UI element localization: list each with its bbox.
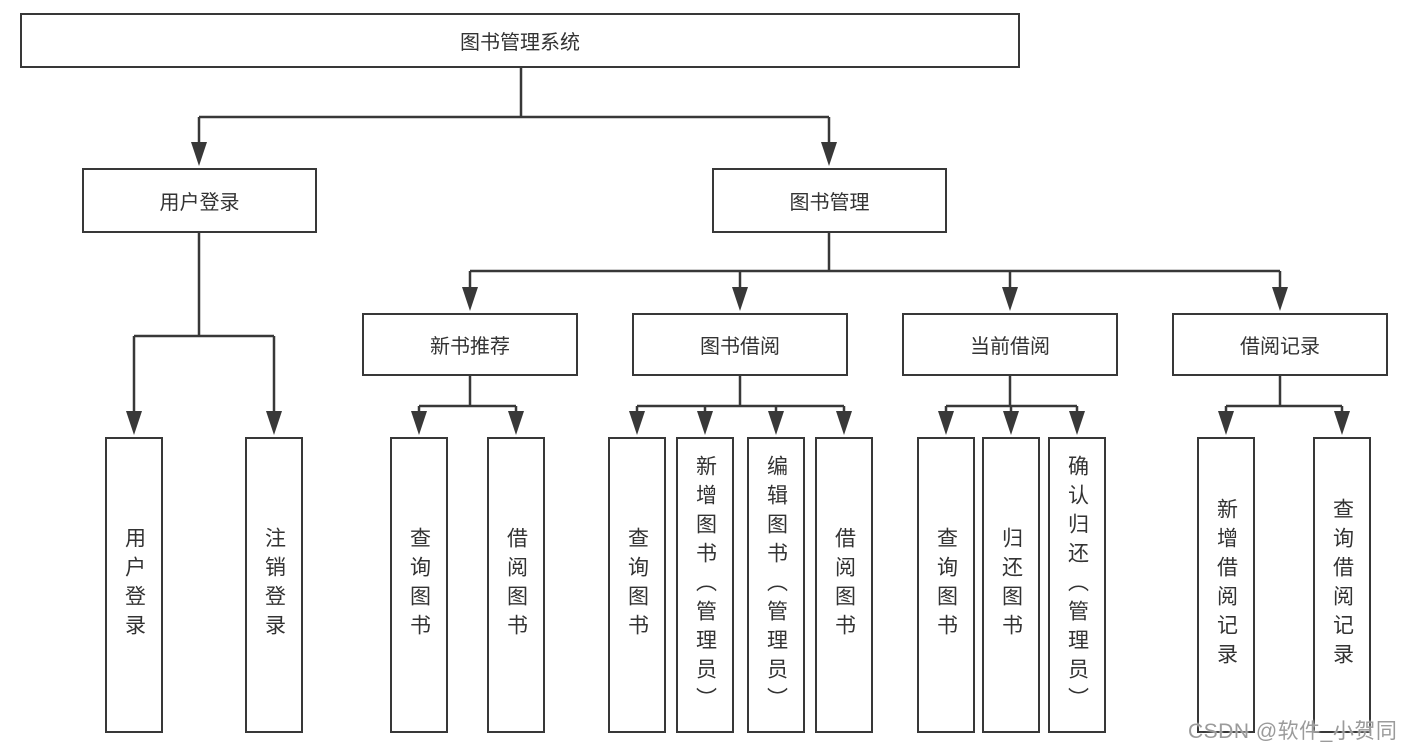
arrowhead-icon (462, 287, 478, 311)
arrowhead-icon (191, 142, 207, 166)
arrowhead-icon (1069, 411, 1085, 435)
leaf-add-borrow-record: 新增借阅记录 (1197, 437, 1255, 733)
leaf-edit-book-admin: 编辑图书（管理员） (747, 437, 805, 733)
arrowhead-icon (1218, 411, 1234, 435)
leaf-query-books-recommend: 查询图书 (390, 437, 448, 733)
node-user-login: 用户登录 (82, 168, 317, 233)
arrowhead-icon (508, 411, 524, 435)
arrowhead-icon (938, 411, 954, 435)
leaf-logout: 注销登录 (245, 437, 303, 733)
watermark: CSDN @软件_小贺同学 (1188, 720, 1398, 743)
node-borrowing-records: 借阅记录 (1172, 313, 1388, 376)
arrowhead-icon (821, 142, 837, 166)
leaf-query-books-borrowing: 查询图书 (608, 437, 666, 733)
arrowhead-icon (411, 411, 427, 435)
node-library-system: 图书管理系统 (20, 13, 1020, 68)
leaf-query-borrow-record: 查询借阅记录 (1313, 437, 1371, 733)
node-book-management: 图书管理 (712, 168, 947, 233)
leaf-confirm-return-admin: 确认归还（管理员） (1048, 437, 1106, 733)
arrowhead-icon (768, 411, 784, 435)
arrowhead-icon (732, 287, 748, 311)
leaf-return-book: 归还图书 (982, 437, 1040, 733)
node-current-borrowing: 当前借阅 (902, 313, 1118, 376)
leaf-user-login: 用户登录 (105, 437, 163, 733)
arrowhead-icon (836, 411, 852, 435)
arrowhead-icon (1272, 287, 1288, 311)
arrowhead-icon (629, 411, 645, 435)
leaf-query-books-current: 查询图书 (917, 437, 975, 733)
arrowhead-icon (126, 411, 142, 435)
arrowhead-icon (1003, 411, 1019, 435)
leaf-borrow-books-borrowing: 借阅图书 (815, 437, 873, 733)
arrowhead-icon (1334, 411, 1350, 435)
leaf-add-book-admin: 新增图书（管理员） (676, 437, 734, 733)
leaf-borrow-books-recommend: 借阅图书 (487, 437, 545, 733)
node-book-borrowing: 图书借阅 (632, 313, 848, 376)
arrowhead-icon (1002, 287, 1018, 311)
node-new-book-recommend: 新书推荐 (362, 313, 578, 376)
arrowhead-icon (266, 411, 282, 435)
arrowhead-icon (697, 411, 713, 435)
